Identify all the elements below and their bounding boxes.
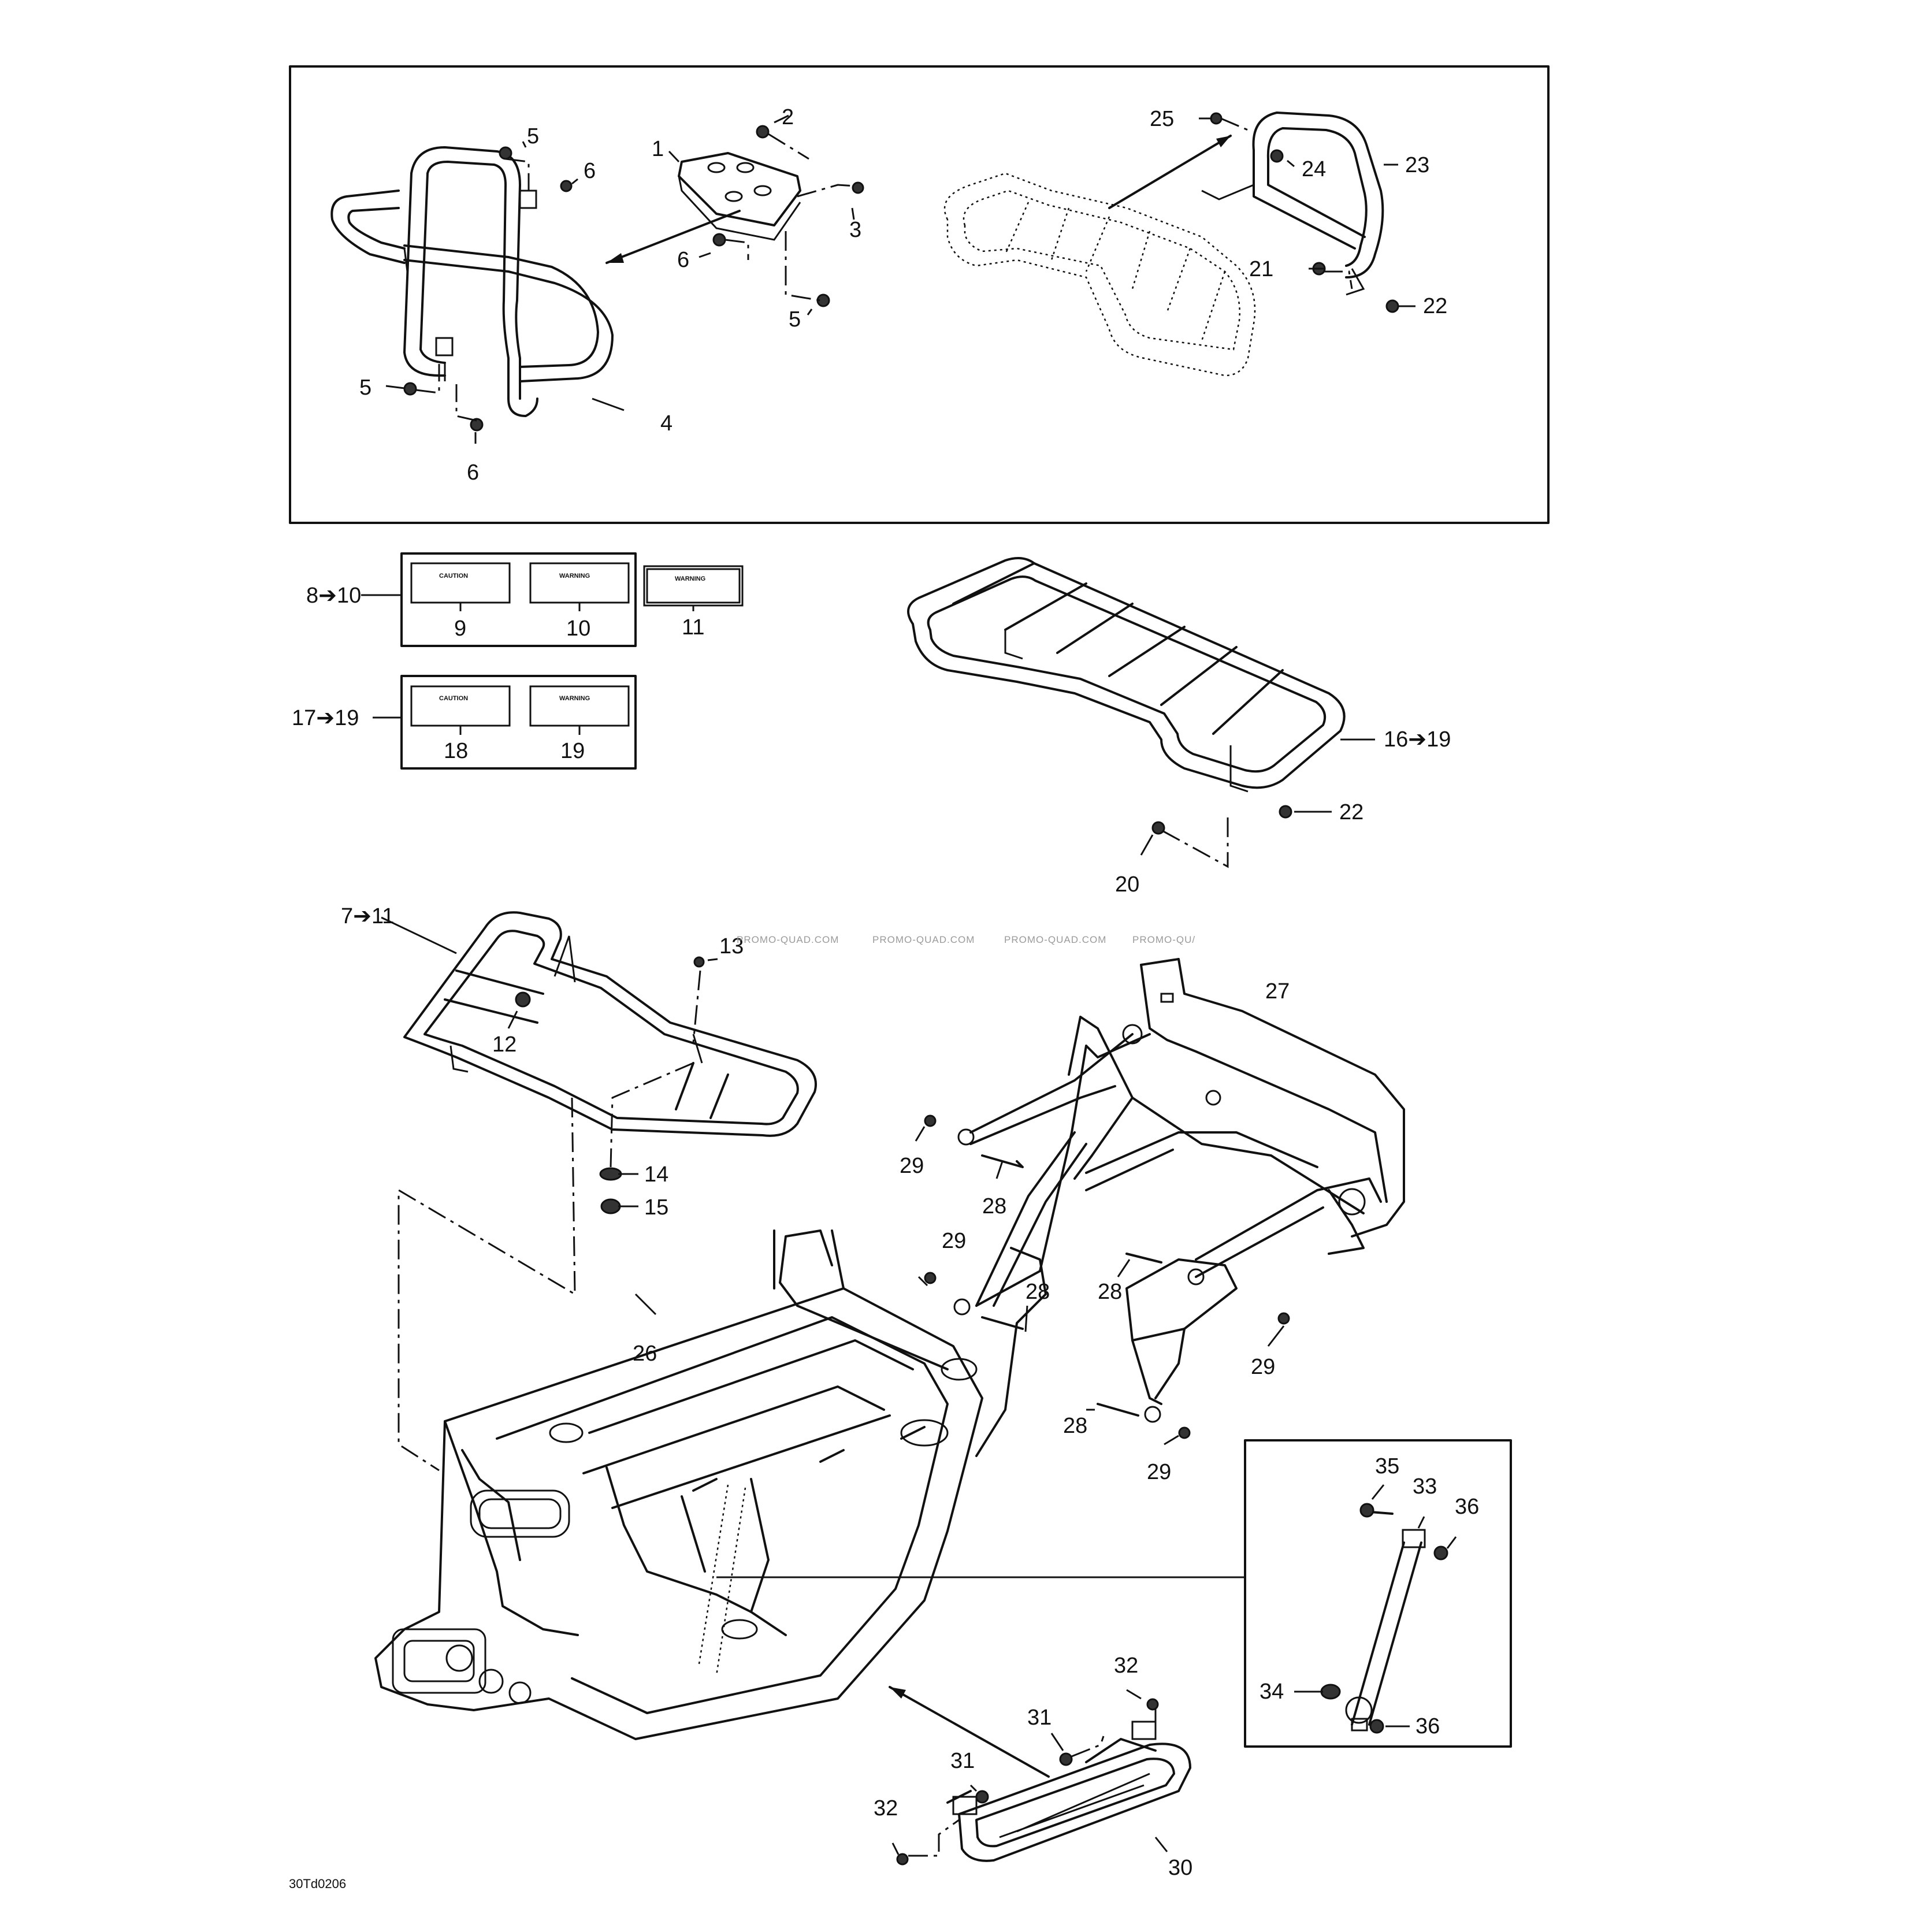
watermark-3: PROMO-QUAD.COM — [1004, 934, 1106, 945]
callout-5-b: 5 — [789, 307, 801, 332]
callout-27: 27 — [1265, 979, 1290, 1004]
callout-5-c: 5 — [359, 376, 371, 400]
top-detail-box — [289, 65, 1550, 524]
top-box-leaders — [385, 114, 1415, 444]
dotted-rack-outline — [943, 172, 1256, 377]
callout-29-d: 29 — [1147, 1460, 1171, 1484]
front-bumper-drawing — [330, 146, 614, 417]
callout-32-a: 32 — [1114, 1654, 1138, 1678]
callout-30: 30 — [1168, 1856, 1192, 1880]
callout-6-a: 6 — [584, 159, 596, 183]
callout-14: 14 — [644, 1162, 668, 1187]
callout-36-b: 36 — [1415, 1714, 1440, 1738]
callout-32-b: 32 — [874, 1796, 898, 1820]
callout-5-a: 5 — [527, 124, 539, 148]
decal-18-text: CAUTION — [439, 695, 468, 702]
rear-subframe-drawing — [969, 958, 1405, 1405]
callout-20: 20 — [1115, 872, 1139, 897]
decal-11-text: WARNING — [675, 575, 705, 582]
callout-18: 18 — [444, 739, 468, 763]
diagram-code: 30Td0206 — [289, 1877, 346, 1891]
rear-arm-hardware — [915, 1114, 1290, 1446]
callout-9: 9 — [454, 616, 466, 641]
callout-3: 3 — [849, 218, 861, 242]
callout-29-a: 29 — [900, 1154, 924, 1178]
callout-31-b: 31 — [950, 1749, 975, 1773]
callout-7-11: 7➔11 — [341, 904, 394, 928]
watermarks: PROMO-QUAD.COM PROMO-QUAD.COM PROMO-QUAD… — [737, 934, 1195, 945]
callout-labels: 1 2 3 4 5 5 5 6 6 6 7➔11 8➔10 9 10 11 12… — [292, 105, 1479, 1880]
callout-35: 35 — [1375, 1454, 1399, 1478]
callout-19: 19 — [560, 739, 585, 763]
top-box-hardware — [403, 112, 1399, 432]
callout-17-19: 17➔19 — [292, 706, 359, 730]
callout-22-b: 22 — [1339, 800, 1363, 824]
watermark-1: PROMO-QUAD.COM — [737, 934, 839, 945]
callout-2: 2 — [782, 105, 794, 129]
callout-28-c: 28 — [1098, 1280, 1122, 1304]
callout-31-a: 31 — [1027, 1706, 1052, 1730]
callout-26: 26 — [633, 1342, 657, 1366]
callout-23: 23 — [1405, 153, 1429, 177]
callout-34: 34 — [1259, 1680, 1284, 1704]
rear-rack-drawing — [907, 557, 1375, 868]
watermark-4: PROMO-QU/ — [1132, 934, 1195, 945]
callout-28-a: 28 — [982, 1194, 1006, 1218]
watermark-2: PROMO-QUAD.COM — [872, 934, 975, 945]
callout-33: 33 — [1413, 1474, 1437, 1499]
callout-6-c: 6 — [467, 460, 479, 485]
strut-detail — [716, 1439, 1512, 1748]
callout-16-19: 16➔19 — [1384, 727, 1451, 752]
callout-24: 24 — [1302, 157, 1326, 181]
callout-4: 4 — [660, 411, 673, 436]
decal-kit-8-10 — [361, 552, 744, 647]
decal-19-text: WARNING — [559, 695, 590, 702]
callout-29-c: 29 — [1251, 1355, 1275, 1379]
decal-10-text: WARNING — [559, 573, 590, 579]
callout-29-b: 29 — [942, 1229, 966, 1253]
footrest-drawing — [889, 1686, 1191, 1866]
rear-bumper-drawing — [1201, 112, 1384, 296]
callout-28-d: 28 — [1063, 1414, 1087, 1438]
front-rack-drawing — [381, 911, 817, 1472]
callout-13: 13 — [719, 934, 744, 958]
callout-21: 21 — [1249, 257, 1273, 281]
callout-15: 15 — [644, 1195, 668, 1220]
callout-28-b: 28 — [1026, 1280, 1050, 1304]
main-frame-drawing — [374, 1229, 1047, 1740]
callout-10: 10 — [566, 616, 590, 641]
bracket-drawing — [678, 152, 801, 241]
callout-1: 1 — [652, 137, 664, 161]
callout-25: 25 — [1150, 107, 1174, 131]
callout-22-a: 22 — [1423, 294, 1447, 318]
callout-8-10: 8➔10 — [306, 584, 361, 608]
callout-12: 12 — [492, 1032, 517, 1057]
callout-36-a: 36 — [1455, 1495, 1479, 1519]
decal-texts: CAUTION WARNING WARNING CAUTION WARNING — [439, 573, 705, 702]
decal-kit-17-19 — [373, 675, 637, 770]
decal-9-text: CAUTION — [439, 573, 468, 579]
callout-6-b: 6 — [677, 248, 689, 272]
callout-11: 11 — [682, 615, 704, 640]
